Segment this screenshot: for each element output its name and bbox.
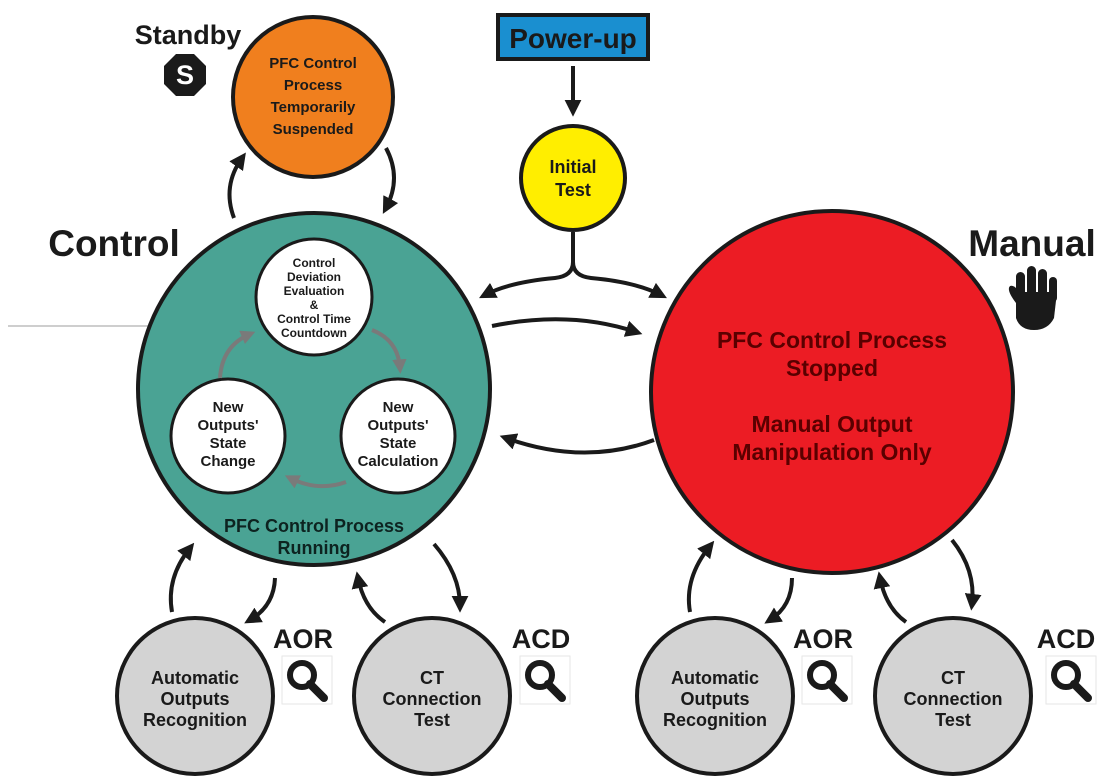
- manual-node: PFC Control Process Stopped Manual Outpu…: [649, 209, 1015, 575]
- arrow-test-to-control: [479, 232, 575, 299]
- stop-sign-letter: S: [176, 60, 194, 90]
- standby-label: Standby: [135, 20, 242, 50]
- manual-aor-line-3: Recognition: [663, 710, 767, 730]
- arrow-acd-to-manual: [873, 571, 908, 624]
- standby-line-2: Process: [284, 77, 342, 94]
- control-aor-tag: AOR: [273, 624, 333, 654]
- control-aor-line-3: Recognition: [143, 710, 247, 730]
- evaluation-line-6: Countdown: [281, 326, 347, 340]
- arrow-control-to-acd: [432, 542, 469, 613]
- standby-line-4: Suspended: [273, 121, 354, 138]
- control-status-line-1: PFC Control Process: [224, 516, 404, 536]
- manual-acd-node: CT Connection Test: [873, 616, 1033, 776]
- manual-acd-tag: ACD: [1037, 624, 1096, 654]
- calculation-line-3: State: [380, 435, 417, 452]
- change-line-2: Outputs': [197, 417, 258, 434]
- arrow-manual-to-control: [499, 433, 655, 455]
- control-acd-line-2: Connection: [383, 689, 482, 709]
- manual-aor-line-2: Outputs: [681, 689, 750, 709]
- calculation-line-2: Outputs': [367, 417, 428, 434]
- arrow-aor-to-control: [168, 542, 195, 613]
- arrow-control-to-standby: [227, 152, 246, 219]
- manual-status-line-2: Stopped: [786, 355, 878, 381]
- arrow-control-to-aor: [244, 577, 277, 624]
- cycle-arrow-3: [218, 330, 256, 379]
- evaluation-step: [254, 237, 374, 357]
- control-aor-node: Automatic Outputs Recognition: [115, 616, 275, 776]
- evaluation-line-1: Control: [293, 256, 336, 270]
- cycle-arrow-2: [284, 475, 347, 489]
- arrow-manual-to-aor: [764, 577, 794, 624]
- control-acd-search-icon: [519, 655, 571, 705]
- control-status-line-2: Running: [278, 538, 351, 558]
- evaluation-line-4: &: [310, 298, 319, 312]
- manual-aor-line-1: Automatic: [671, 668, 759, 688]
- manual-acd-search-icon: [1045, 655, 1097, 705]
- manual-aor-tag: AOR: [793, 624, 853, 654]
- manual-label: Manual: [968, 223, 1095, 264]
- stop-sign-icon: S: [164, 54, 206, 96]
- manual-acd-line-1: CT: [941, 668, 965, 688]
- change-line-3: State: [210, 435, 247, 452]
- control-aor-line-2: Outputs: [161, 689, 230, 709]
- standby-node: PFC Control Process Temporarily Suspende…: [231, 15, 395, 179]
- power-up-label: Power-up: [509, 23, 637, 54]
- initial-test-line-1: Initial: [549, 157, 596, 177]
- arrow-acd-to-control: [351, 571, 387, 624]
- cycle-arrow-1: [371, 328, 407, 374]
- control-aor-line-1: Automatic: [151, 668, 239, 688]
- evaluation-line-2: Deviation: [287, 270, 341, 284]
- standby-line-1: PFC Control: [269, 55, 357, 72]
- change-line-4: Change: [200, 453, 255, 470]
- hand-icon: [1008, 266, 1057, 330]
- manual-acd-line-2: Connection: [904, 689, 1003, 709]
- arrow-manual-to-acd: [950, 538, 982, 611]
- calculation-line-4: Calculation: [358, 453, 439, 470]
- change-line-1: New: [213, 399, 244, 416]
- initial-test-line-2: Test: [555, 180, 591, 200]
- manual-status-line-1: PFC Control Process: [717, 327, 947, 353]
- manual-status-line-3: Manual Output: [752, 411, 913, 437]
- arrow-test-to-manual: [571, 261, 667, 299]
- manual-acd-line-3: Test: [935, 710, 971, 730]
- arrow-standby-to-control: [382, 147, 399, 214]
- control-label: Control: [48, 223, 180, 264]
- manual-aor-search-icon: [801, 655, 853, 705]
- calculation-line-1: New: [383, 399, 414, 416]
- power-up-box: Power-up: [496, 13, 650, 61]
- arrow-control-to-manual: [491, 317, 643, 337]
- control-aor-search-icon: [281, 655, 333, 705]
- control-acd-line-3: Test: [414, 710, 450, 730]
- control-acd-line-1: CT: [420, 668, 444, 688]
- initial-test-node: Initial Test: [519, 124, 627, 232]
- change-step: [169, 377, 287, 495]
- evaluation-line-3: Evaluation: [284, 284, 345, 298]
- arrow-aor-to-manual: [686, 540, 715, 613]
- manual-status-line-4: Manipulation Only: [732, 439, 932, 465]
- standby-line-3: Temporarily: [271, 99, 356, 116]
- control-acd-tag: ACD: [512, 624, 571, 654]
- control-acd-node: CT Connection Test: [352, 616, 512, 776]
- manual-aor-node: Automatic Outputs Recognition: [635, 616, 795, 776]
- control-node: Control Deviation Evaluation & Control T…: [136, 211, 492, 567]
- calculation-step: [339, 377, 457, 495]
- evaluation-line-5: Control Time: [277, 312, 351, 326]
